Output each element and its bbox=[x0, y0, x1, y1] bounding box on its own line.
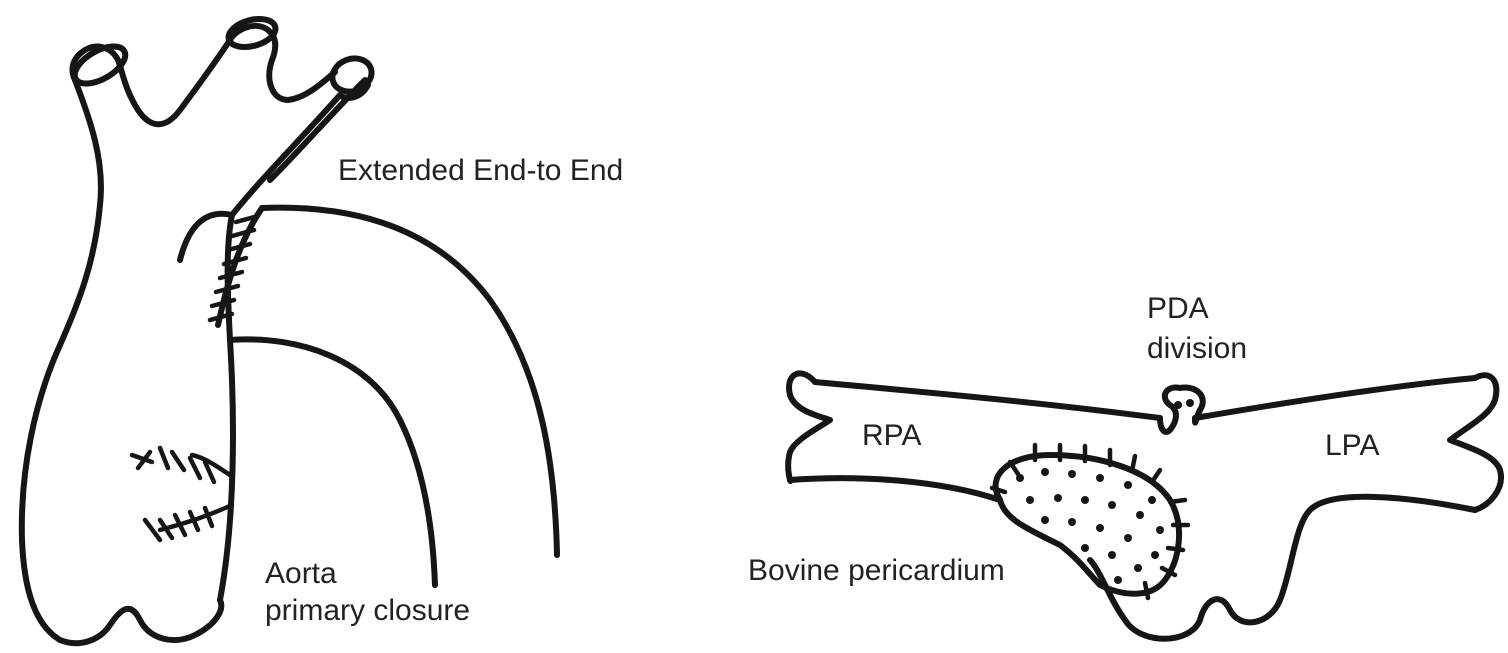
descending-outer bbox=[262, 208, 557, 555]
aorta-left-wall bbox=[22, 80, 221, 643]
pa-upper-wall bbox=[815, 378, 1475, 418]
label-division: division bbox=[1147, 332, 1247, 365]
label-extended-end-to-end: Extended End-to End bbox=[338, 154, 623, 187]
label-pda: PDA bbox=[1147, 292, 1209, 325]
label-rpa: RPA bbox=[862, 419, 921, 452]
label-aorta: Aorta bbox=[265, 557, 337, 590]
rpa-open-end bbox=[788, 373, 830, 481]
branch-vessel-2 bbox=[230, 26, 335, 100]
branch-opening-1 bbox=[69, 39, 131, 91]
pulmonary-artery-figure bbox=[788, 373, 1501, 638]
lpa-open-end bbox=[1450, 375, 1501, 510]
anastomosis-suture-line bbox=[218, 208, 262, 325]
pa-lower-wall-right bbox=[1090, 497, 1475, 639]
bovine-pericardium-patch bbox=[992, 445, 1188, 598]
descending-inner bbox=[230, 339, 435, 585]
label-lpa: LPA bbox=[1325, 429, 1379, 462]
primary-closure-sutures bbox=[132, 448, 232, 540]
pa-lower-wall-left bbox=[790, 478, 1000, 500]
aorta-figure bbox=[22, 14, 557, 643]
patch-dots bbox=[1016, 468, 1164, 584]
label-bovine-pericardium: Bovine pericardium bbox=[748, 554, 1005, 587]
pda-stump bbox=[1160, 388, 1203, 432]
branch-opening-3 bbox=[328, 53, 377, 97]
label-primary-closure: primary closure bbox=[265, 594, 470, 627]
